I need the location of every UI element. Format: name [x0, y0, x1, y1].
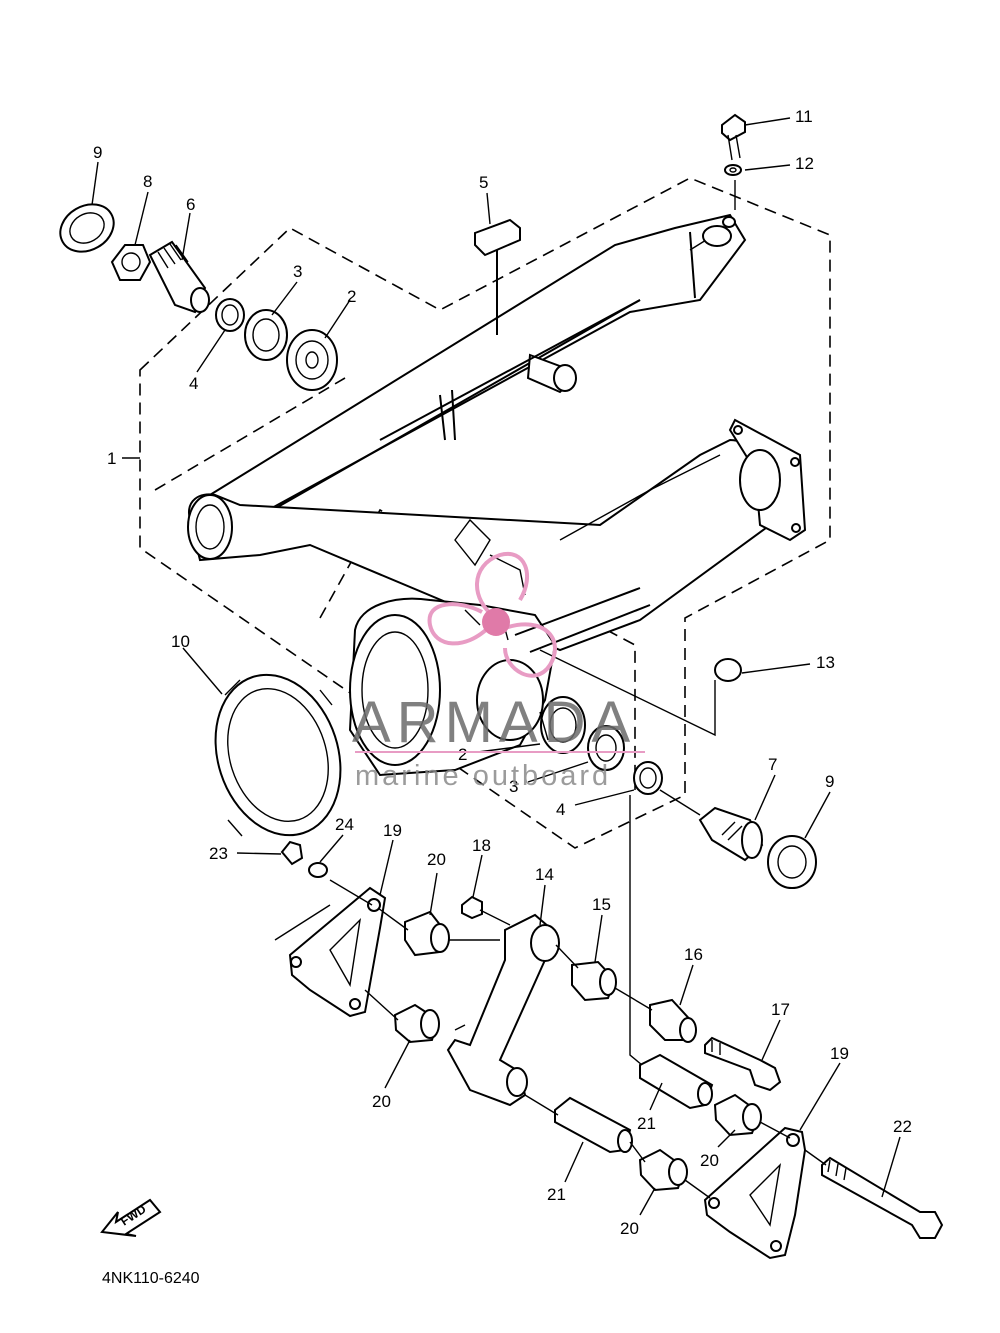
propeller-logo-icon [427, 551, 557, 678]
callout-20-b: 20 [372, 1092, 391, 1111]
part-9-oil-seal-right [767, 835, 817, 889]
part-18-nut [461, 895, 483, 920]
callout-10: 10 [171, 632, 190, 651]
callout-4-right: 4 [556, 800, 565, 819]
callout-4-left: 4 [189, 374, 198, 393]
part-23-nut [280, 840, 304, 866]
part-22-bolt [821, 1156, 944, 1239]
part-6-pivot-shaft-left [148, 240, 210, 314]
part-16-collar [649, 998, 697, 1043]
swingarm [187, 213, 807, 777]
part-14-relay-arm [446, 913, 560, 1107]
part-21-sleeve-b [554, 1096, 633, 1154]
part-19-plate-left [274, 886, 387, 1018]
callout-24: 24 [335, 815, 354, 834]
part-13-cap [714, 658, 742, 682]
callout-20-d: 20 [620, 1219, 639, 1238]
drawing-code: 4NK110-6240 [102, 1270, 200, 1287]
callout-17: 17 [771, 1000, 790, 1019]
callout-21-a: 21 [637, 1114, 656, 1133]
callout-15: 15 [592, 895, 611, 914]
forward-direction-arrow: FWD [100, 1198, 162, 1237]
part-4-collar-left [215, 298, 245, 332]
callout-20-c: 20 [700, 1151, 719, 1170]
callout-9-left: 9 [93, 143, 102, 162]
callout-8: 8 [143, 172, 152, 191]
armada-watermark: ARMADA marine outboard [352, 551, 645, 792]
part-20-collar-a [404, 910, 450, 957]
callout-1: 1 [107, 449, 116, 468]
part-3-oil-seal-right [587, 725, 625, 771]
watermark-tagline: marine outboard [355, 760, 611, 792]
part-4-collar-right [633, 761, 663, 795]
part-2-bearing-right [539, 696, 586, 754]
callout-2-right: 2 [458, 745, 467, 764]
callout-labels: 1 2 2 3 3 4 4 5 6 7 8 9 9 10 11 12 13 14… [93, 107, 912, 1238]
callout-16: 16 [684, 945, 703, 964]
callout-9-right: 9 [825, 772, 834, 791]
part-10-ring-nut [214, 673, 342, 837]
part-17-bolt [704, 1036, 782, 1092]
callout-12: 12 [795, 154, 814, 173]
callout-3-right: 3 [509, 777, 518, 796]
part-20-collar-b [393, 1003, 440, 1044]
part-24-washer [308, 862, 328, 878]
callout-22: 22 [893, 1117, 912, 1136]
callout-11: 11 [795, 107, 813, 126]
callout-21-b: 21 [547, 1185, 566, 1204]
part-9-oil-seal-left [59, 203, 115, 253]
callout-3-left: 3 [293, 262, 302, 281]
part-15-collar [571, 960, 617, 1002]
callout-7: 7 [768, 755, 777, 774]
part-20-collar-d [638, 1148, 688, 1192]
callout-5: 5 [479, 173, 488, 192]
callout-23: 23 [209, 844, 228, 863]
alignment-lines [329, 180, 827, 1199]
callout-13: 13 [816, 653, 835, 672]
callout-18: 18 [472, 836, 491, 855]
callout-leaders [91, 117, 901, 1216]
callout-20-a: 20 [427, 850, 446, 869]
callout-14: 14 [535, 865, 554, 884]
part-19-plate-right [703, 1126, 807, 1260]
callout-19-right: 19 [830, 1044, 849, 1063]
part-8-nut [110, 244, 152, 281]
callout-19-left: 19 [383, 821, 402, 840]
part-2-bearing-left [286, 329, 338, 391]
part-7-pivot-shaft-right [698, 806, 764, 862]
callout-2-left: 2 [347, 287, 356, 306]
part-11-bolt [721, 113, 746, 161]
part-20-collar-c [713, 1093, 762, 1137]
part-21-sleeve-a [639, 1053, 714, 1110]
callout-6: 6 [186, 195, 195, 214]
part-12-washer [724, 164, 742, 176]
watermark-brand: ARMADA [352, 690, 636, 755]
part-3-oil-seal-left [244, 309, 288, 361]
part-5-label-plate [474, 218, 521, 335]
